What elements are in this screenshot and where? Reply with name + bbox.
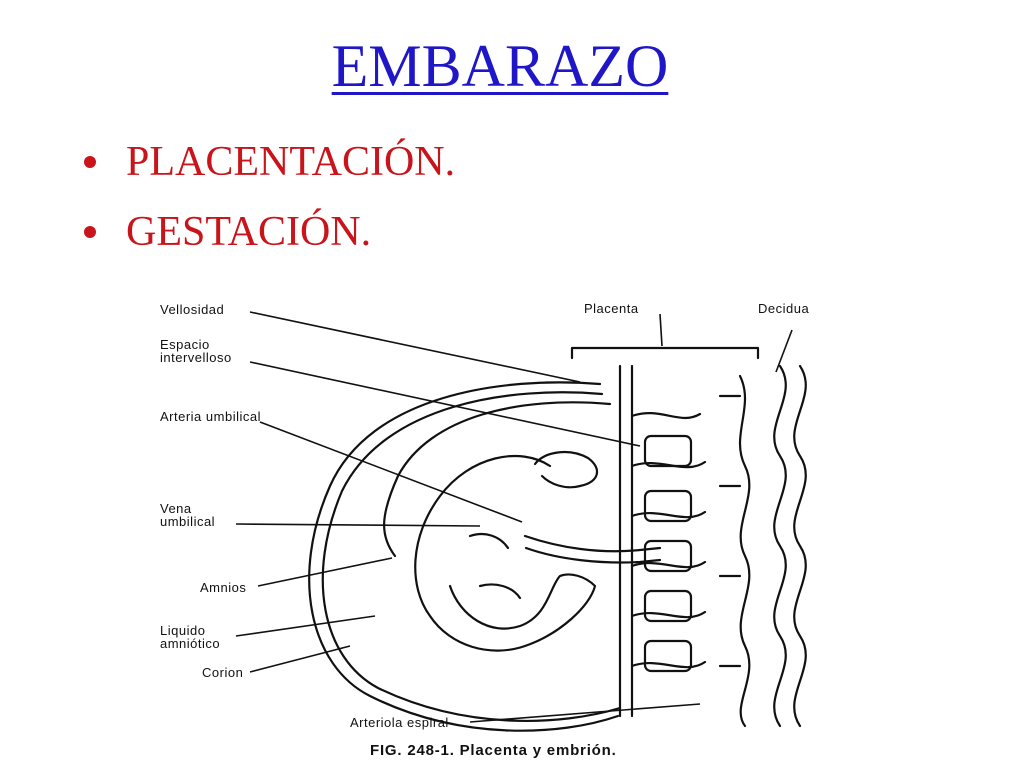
villi-branch [630, 560, 707, 569]
label-amnios: Amnios [200, 580, 247, 595]
slide-title: EMBARAZO [331, 33, 669, 99]
placenta-embryo-figure: Vellosidad Espacio intervelloso Arteria … [140, 286, 840, 764]
villi-branch [630, 412, 702, 419]
leader-line [659, 313, 663, 347]
bullet-text: PLACENTACIÓN. [126, 139, 456, 185]
villi-branch [630, 510, 707, 519]
leader-line [469, 703, 701, 723]
villi-branch [630, 660, 707, 669]
label-liquido-amniotico: Liquido amniótico [160, 623, 221, 651]
bullet-list: PLACENTACIÓN. GESTACIÓN. [80, 138, 455, 278]
chorion-inner-outline [321, 391, 622, 723]
label-vena-umbilical: Vena umbilical [160, 501, 216, 529]
leader-line [249, 645, 351, 673]
leader-line [249, 361, 641, 447]
embryo-head [533, 450, 598, 489]
bullet-item: PLACENTACIÓN. [80, 138, 455, 186]
intervillous-space [643, 489, 693, 523]
label-vellosidad: Vellosidad [160, 302, 225, 317]
bullet-item: GESTACIÓN. [80, 208, 455, 256]
chorion-outline [308, 381, 620, 732]
umbilical-cord [524, 546, 662, 564]
bullet-text: GESTACIÓN. [126, 209, 372, 255]
label-arteriola-espiral: Arteriola espiral [350, 715, 449, 730]
amnion-outline [383, 401, 612, 558]
placenta-bracket [570, 346, 760, 360]
villi-branch [630, 610, 707, 619]
decidua-vessel [793, 364, 807, 728]
leader-line [235, 615, 376, 637]
decidua-vessel [773, 364, 787, 728]
embryo-outline [414, 454, 597, 652]
label-espacio-intervelloso: Espacio intervelloso [160, 337, 232, 365]
placenta-embryo-diagram [235, 311, 807, 732]
umbilical-cord [523, 534, 662, 553]
figure-caption: FIG. 248-1. Placenta y embrión. [370, 742, 617, 759]
label-arteria-umbilical: Arteria umbilical [160, 409, 261, 424]
label-corion: Corion [202, 665, 244, 680]
bullet-dot [84, 226, 96, 238]
leader-line [259, 421, 523, 523]
embryo-limb [478, 583, 522, 600]
decidua-vessel [718, 394, 742, 668]
intervillous-space [643, 434, 693, 468]
leader-line [257, 557, 393, 587]
label-placenta: Placenta [584, 301, 639, 316]
intervillous-space [643, 539, 693, 573]
embryo-limb [468, 532, 510, 550]
leader-line [775, 329, 793, 373]
decidua-vessel [738, 374, 751, 728]
label-decidua: Decidua [758, 301, 810, 316]
leader-line [235, 523, 481, 527]
leader-line [249, 311, 581, 383]
intervillous-space [643, 639, 693, 673]
intervillous-space [643, 589, 693, 623]
bullet-dot [84, 156, 96, 168]
